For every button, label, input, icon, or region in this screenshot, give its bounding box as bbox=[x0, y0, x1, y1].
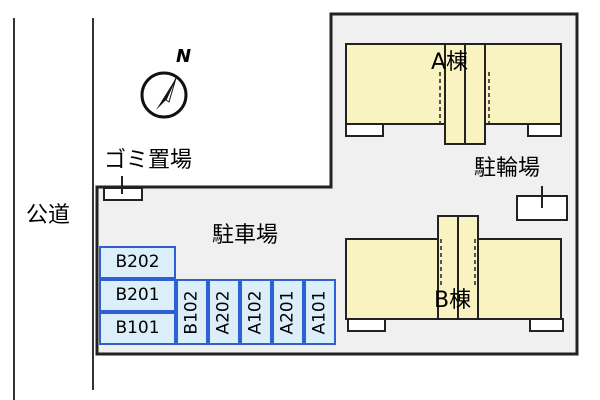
parking-space: B201 bbox=[99, 279, 176, 312]
parking-space-label: B102 bbox=[181, 289, 202, 335]
parking-space: A102 bbox=[240, 279, 272, 345]
parking-space: B101 bbox=[99, 312, 176, 345]
parking-space-label: B201 bbox=[115, 285, 160, 305]
building-a-shape bbox=[345, 43, 562, 145]
parking-space: B202 bbox=[99, 246, 176, 279]
parking-space-label: A102 bbox=[245, 289, 266, 335]
parking-space-label: A101 bbox=[309, 289, 330, 335]
parking-space-label: A201 bbox=[277, 289, 298, 335]
parking-lot-label: 駐車場 bbox=[212, 223, 279, 248]
parking-space-label: B202 bbox=[115, 252, 160, 272]
building-b-label: B棟 bbox=[434, 288, 472, 313]
parking-space: B102 bbox=[176, 279, 208, 345]
north-compass-icon bbox=[134, 60, 198, 120]
road-label: 公道 bbox=[26, 203, 71, 228]
parking-space: A202 bbox=[208, 279, 240, 345]
north-label: N bbox=[176, 46, 192, 67]
bicycle-parking-label: 駐輪場 bbox=[474, 156, 541, 181]
garbage-area-shape bbox=[103, 176, 143, 201]
garbage-area-label: ゴミ置場 bbox=[104, 148, 193, 173]
parking-space-label: B101 bbox=[115, 318, 160, 338]
bicycle-parking-shape bbox=[516, 186, 568, 221]
road-line-right bbox=[92, 18, 94, 390]
building-a-label: A棟 bbox=[431, 50, 469, 75]
road-line-left bbox=[13, 18, 15, 400]
parking-space: A201 bbox=[272, 279, 304, 345]
building-b-shape bbox=[345, 215, 564, 332]
parking-space-label: A202 bbox=[213, 289, 234, 335]
parking-space: A101 bbox=[304, 279, 336, 345]
